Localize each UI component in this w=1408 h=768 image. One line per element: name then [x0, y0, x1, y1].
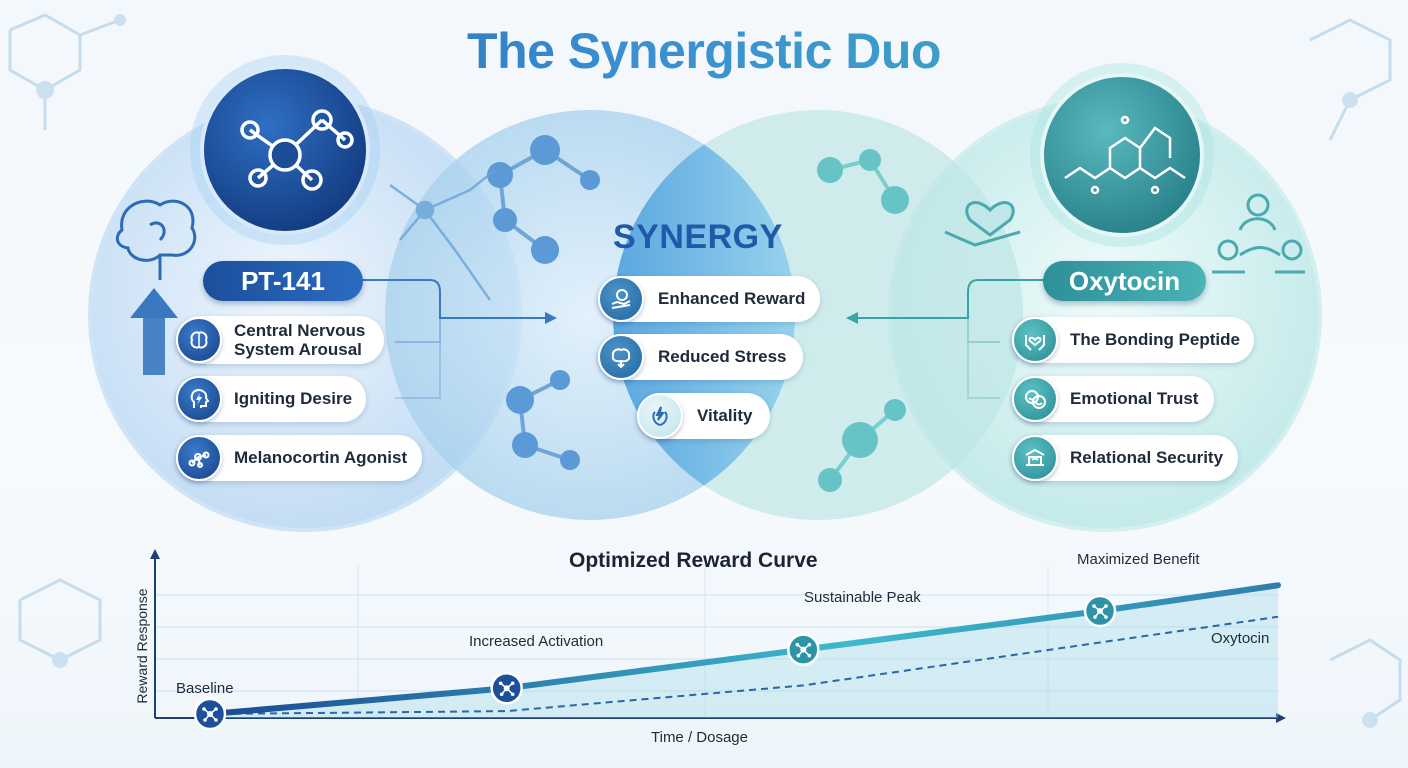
hand-coin-icon — [598, 276, 644, 322]
annotation-activation: Increased Activation — [469, 633, 604, 650]
head-lightning-icon — [176, 376, 222, 422]
melanocortin-label: Melanocortin Agonist — [234, 448, 408, 467]
y-axis-label: Reward Response — [134, 588, 150, 704]
right-item-trust: Emotional Trust — [1012, 376, 1214, 422]
oxytocin-badge: Oxytocin — [1043, 261, 1206, 301]
left-item-cns: Central Nervous System Arousal — [176, 316, 384, 364]
reward-label: Enhanced Reward — [658, 289, 806, 308]
synergy-item-stress: Reduced Stress — [598, 334, 803, 380]
up-arrow-icon — [130, 288, 178, 375]
right-item-security: Relational Security — [1012, 435, 1238, 481]
cns-line2: System Arousal — [234, 340, 362, 359]
annotation-peak: Sustainable Peak — [804, 589, 921, 606]
page-title: The Synergistic Duo — [0, 22, 1408, 80]
desire-label: Igniting Desire — [234, 389, 353, 408]
left-item-melanocortin: Melanocortin Agonist — [176, 435, 422, 481]
people-connection-icon — [1212, 193, 1305, 274]
vitality-label: Vitality — [697, 406, 753, 425]
leaf-lightning-icon — [637, 393, 683, 439]
hands-heart-icon — [1012, 317, 1058, 363]
trust-label: Emotional Trust — [1070, 389, 1199, 408]
molecule-icon — [176, 435, 222, 481]
annotation-baseline: Baseline — [176, 680, 234, 697]
x-axis-label: Time / Dosage — [651, 729, 748, 746]
smiling-faces-icon — [1012, 376, 1058, 422]
hand-heart-icon — [944, 201, 1021, 247]
brain-down-arrow-icon — [598, 334, 644, 380]
bonding-label: The Bonding Peptide — [1070, 330, 1240, 349]
oxytocin-series-label: Oxytocin — [1211, 630, 1270, 647]
cns-line1: Central Nervous — [234, 321, 366, 340]
pt141-badge: PT-141 — [203, 261, 363, 301]
synergy-item-vitality: Vitality — [637, 393, 770, 439]
right-item-bonding: The Bonding Peptide — [1012, 317, 1254, 363]
security-label: Relational Security — [1070, 448, 1224, 467]
annotation-maximized: Maximized Benefit — [1077, 551, 1200, 568]
brain-icon — [115, 199, 197, 280]
synergy-label: SYNERGY — [613, 218, 783, 256]
chart-title: Optimized Reward Curve — [569, 549, 818, 572]
left-item-desire: Igniting Desire — [176, 376, 366, 422]
oxytocin-badge-label: Oxytocin — [1068, 265, 1181, 296]
molecule-network-icon — [240, 109, 354, 191]
brain-icon — [176, 317, 222, 363]
oxytocin-structure-icon — [1064, 115, 1186, 195]
neuron-icon — [389, 169, 496, 301]
stress-label: Reduced Stress — [658, 347, 787, 366]
synergy-item-reward: Enhanced Reward — [598, 276, 820, 322]
bridge-icon — [1012, 435, 1058, 481]
pt141-badge-label: PT-141 — [241, 265, 325, 296]
